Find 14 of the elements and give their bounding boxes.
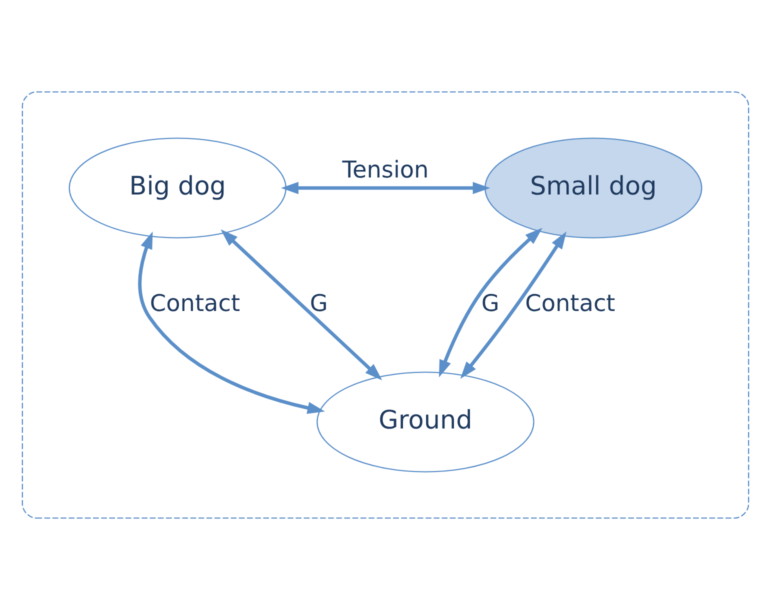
edge-label: Tension	[342, 158, 429, 184]
arrow	[138, 231, 325, 414]
edge-label: Contact	[525, 290, 616, 317]
arrow	[460, 232, 566, 379]
edge-label: Contact	[150, 290, 240, 317]
arrow	[281, 182, 490, 194]
cluster	[22, 91, 750, 519]
node-ellipse: Small dog	[484, 138, 702, 238]
edge-label: G	[310, 290, 328, 317]
node-ellipse: Big dog	[68, 138, 286, 238]
arrow	[438, 228, 542, 378]
edge-label: G	[481, 290, 500, 317]
arrow	[220, 229, 382, 380]
node-ellipse: Ground	[316, 372, 534, 472]
